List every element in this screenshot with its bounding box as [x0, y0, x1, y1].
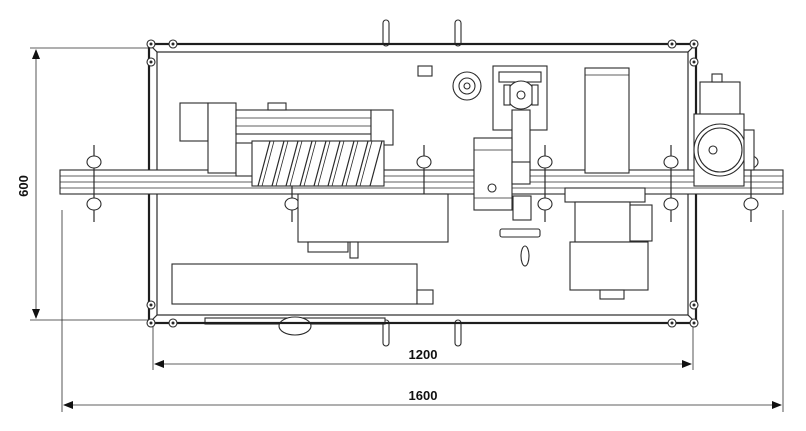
dimension-inner-width — [152, 325, 694, 370]
screw-conveyor — [251, 140, 385, 187]
horizontal-rail — [59, 169, 784, 195]
dimension-total-width — [61, 210, 784, 412]
lifting-handles — [382, 19, 462, 347]
valve-assembly — [473, 65, 548, 267]
dimension-height-label: 600 — [16, 175, 31, 197]
dimension-inner-width-label: 1200 — [409, 347, 438, 362]
bottom-cover — [204, 316, 386, 336]
upper-right-box — [584, 67, 630, 174]
lower-right-motor — [564, 187, 653, 300]
dimension-total-width-label: 1600 — [409, 388, 438, 403]
lower-housing — [171, 193, 449, 305]
dimension-height — [30, 47, 150, 321]
corner-brackets — [146, 39, 699, 328]
hose-reel — [693, 73, 755, 187]
pressure-gauge — [417, 65, 482, 101]
